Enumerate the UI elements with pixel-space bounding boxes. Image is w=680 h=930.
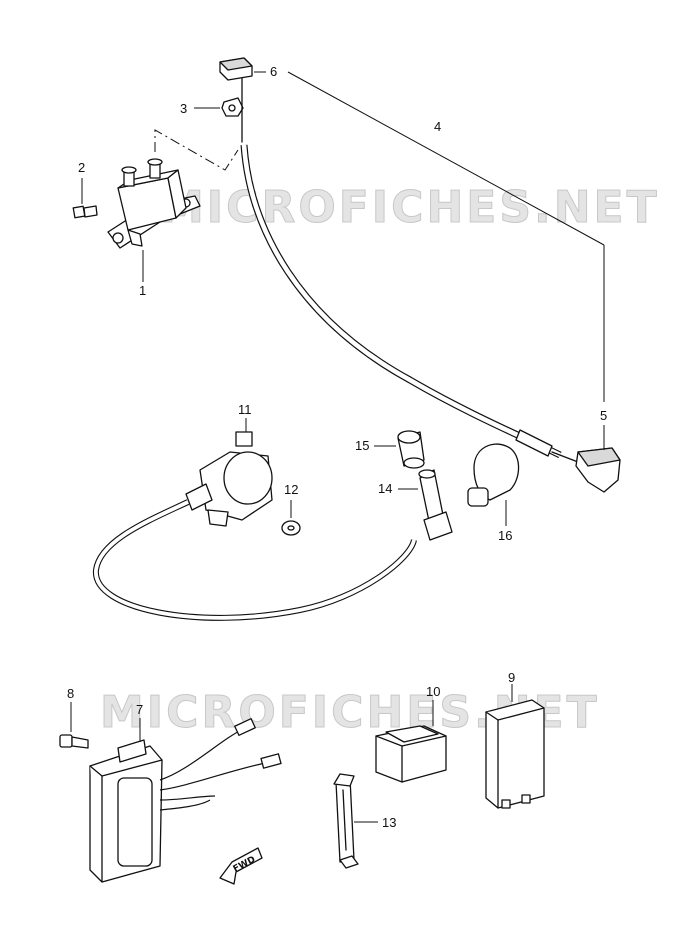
callout-3: 3 — [180, 101, 187, 116]
callout-11: 11 — [238, 402, 252, 417]
callout-14: 14 — [378, 481, 392, 496]
starter-cable — [219, 57, 621, 493]
callout-12: 12 — [284, 482, 298, 497]
fwd-arrow-icon: FWD — [219, 847, 263, 885]
callout-15: 15 — [355, 438, 369, 453]
callout-8: 8 — [67, 686, 74, 701]
bolt-8 — [59, 734, 89, 749]
callout-2: 2 — [78, 160, 85, 175]
holder-10 — [375, 725, 447, 783]
callout-4: 4 — [434, 119, 441, 134]
grommet-15 — [397, 430, 425, 469]
relay-module-9 — [485, 699, 545, 809]
callout-13: 13 — [382, 815, 396, 830]
callout-7: 7 — [136, 702, 143, 717]
regulator-rectifier — [89, 718, 282, 883]
bolt-2 — [72, 205, 98, 219]
starter-relay — [107, 158, 201, 249]
callout-6: 6 — [270, 64, 277, 79]
nut-3 — [221, 97, 244, 117]
clamp-13 — [333, 773, 359, 869]
washer-12 — [281, 520, 301, 536]
ignition-coil — [92, 431, 417, 621]
callout-1: 1 — [139, 283, 146, 298]
callout-9: 9 — [508, 670, 515, 685]
callout-10: 10 — [426, 684, 440, 699]
plug-cover-16 — [467, 443, 520, 507]
callout-16: 16 — [498, 528, 512, 543]
watermark-top: MICROFICHES.NET — [160, 182, 660, 233]
plug-cap-14 — [418, 469, 453, 541]
callout-5: 5 — [600, 408, 607, 423]
